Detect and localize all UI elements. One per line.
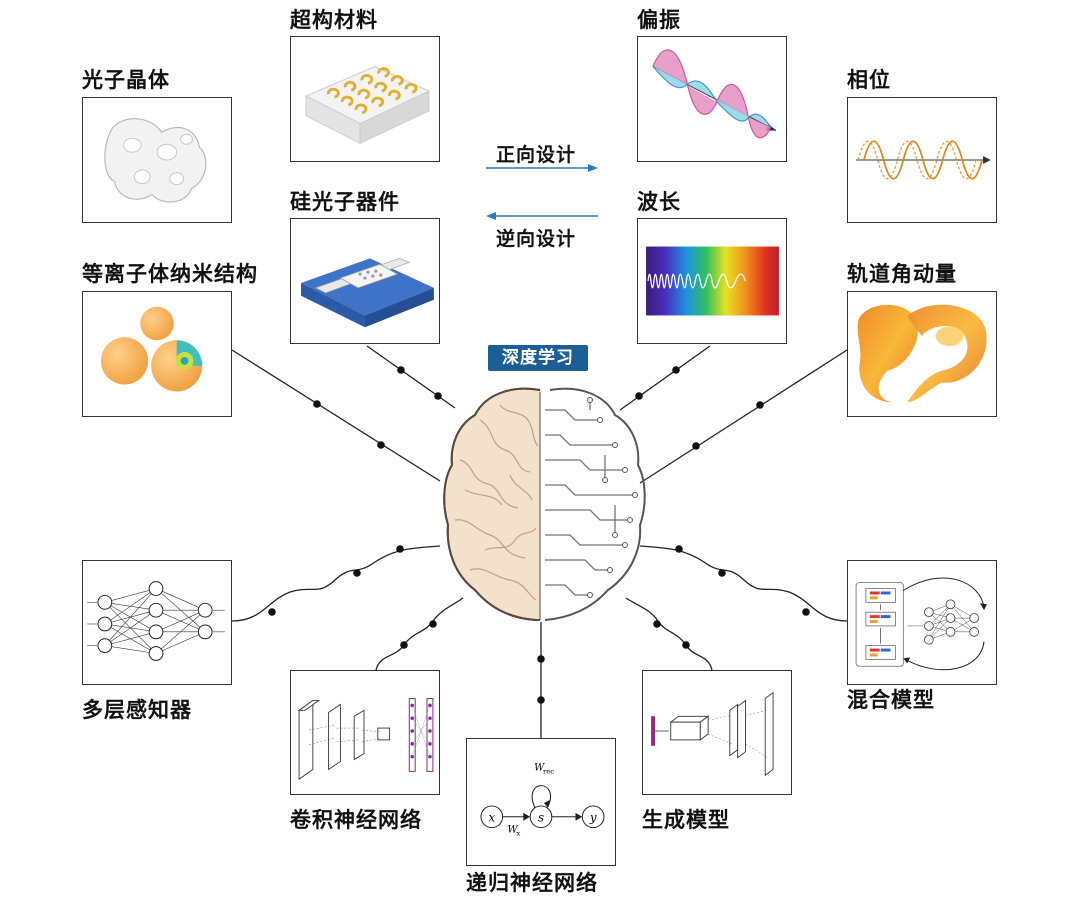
wire-generative <box>625 597 713 671</box>
brain-illustration <box>443 380 650 621</box>
rnn-diagram: x s y W rec W x <box>466 738 616 866</box>
phase-label: 相位 <box>847 68 891 92</box>
inverse-design-label: 逆向设计 <box>496 228 577 250</box>
polarization-label: 偏振 <box>637 8 681 32</box>
metamaterial-image <box>290 36 440 162</box>
rnn-weight-x-sub: x <box>516 829 520 837</box>
rnn-weight-x: W <box>508 825 519 836</box>
polarization-image <box>637 36 787 162</box>
wire-cnn <box>375 597 464 671</box>
wire-plasmonic <box>231 349 441 482</box>
wavelength-image <box>637 218 787 344</box>
metamaterial-label: 超构材料 <box>290 8 378 32</box>
rnn-label: 递归神经网络 <box>466 871 598 895</box>
generative-label: 生成模型 <box>642 808 730 832</box>
wavelength-label: 波长 <box>637 190 681 214</box>
plasmonic-image <box>82 291 232 417</box>
photonic-crystal-image <box>82 97 232 223</box>
rnn-weight-rec-sub: rec <box>543 767 554 775</box>
hybrid-diagram <box>847 560 997 685</box>
rnn-node-y: y <box>589 811 597 825</box>
cnn-diagram <box>290 670 440 795</box>
wire-oam <box>639 349 848 484</box>
photonic-crystal-label: 光子晶体 <box>82 68 170 92</box>
phase-image <box>847 97 997 223</box>
wire-hybrid <box>639 545 848 622</box>
wire-wavelength <box>619 345 711 411</box>
oam-image <box>847 291 997 417</box>
silicon-photonics-label: 硅光子器件 <box>290 190 400 214</box>
oam-label: 轨道角动量 <box>847 262 957 286</box>
rnn-node-x: x <box>488 811 495 825</box>
cnn-label: 卷积神经网络 <box>290 808 422 832</box>
rnn-node-s: s <box>538 811 544 825</box>
forward-design-label: 正向设计 <box>496 144 577 166</box>
deep-learning-badge: 深度学习 <box>488 345 588 371</box>
plasmonic-label: 等离子体纳米结构 <box>82 262 258 286</box>
generative-diagram <box>642 670 792 795</box>
wire-mlp <box>231 545 441 622</box>
hybrid-label: 混合模型 <box>847 688 935 712</box>
silicon-photonics-image <box>290 218 440 344</box>
mlp-diagram <box>82 560 232 685</box>
mlp-label: 多层感知器 <box>82 698 192 722</box>
rnn-weight-rec: W <box>534 763 545 774</box>
